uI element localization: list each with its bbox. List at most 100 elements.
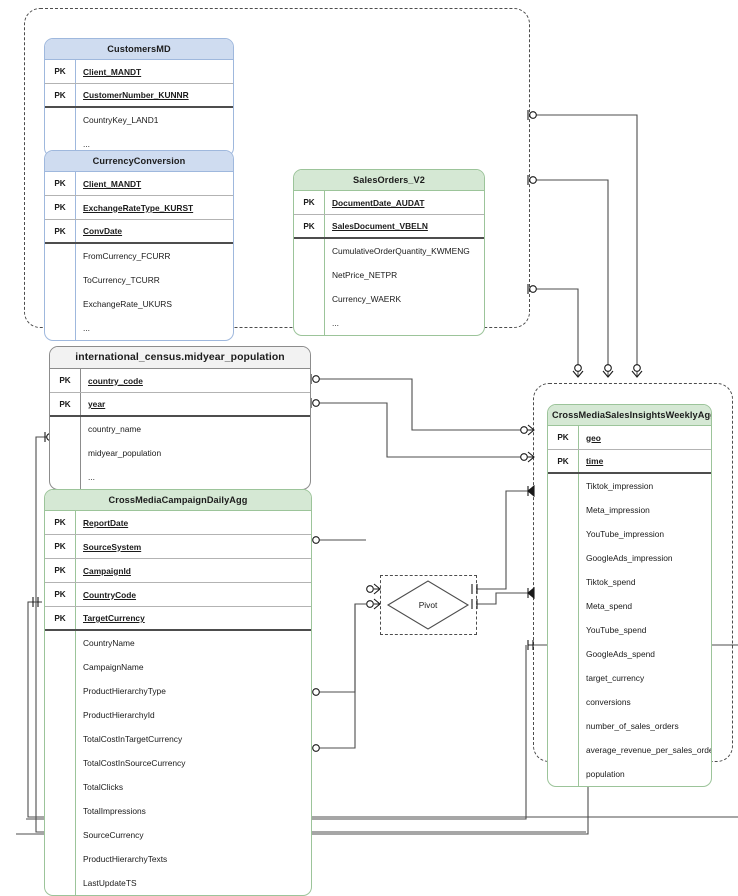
entity-row-attribute[interactable]: ProductHierarchyId [45,703,311,727]
entity-row-attribute[interactable]: ProductHierarchyTexts [45,847,311,871]
column-name: ToCurrency_TCURR [83,275,160,285]
entity-row-attribute[interactable]: TotalCostInSourceCurrency [45,751,311,775]
key-spacer [45,292,76,316]
entity-row-attribute[interactable]: YouTube_impression [548,522,711,546]
entity-row-attribute[interactable]: midyear_population [50,441,310,465]
key-spacer [548,666,579,690]
entity-row-attribute[interactable]: CampaignName [45,655,311,679]
key-spacer [45,775,76,799]
entity-row-attribute[interactable]: GoogleAds_impression [548,546,711,570]
entity-row-attribute[interactable]: ProductHierarchyType [45,679,311,703]
key-spacer [45,108,76,132]
column-name: target_currency [586,673,645,683]
column-name: DocumentDate_AUDAT [332,197,425,208]
entity-row-attribute[interactable]: target_currency [548,666,711,690]
entity-row-attribute[interactable]: CountryName [45,631,311,655]
entity-row-attribute[interactable]: YouTube_spend [548,618,711,642]
column-name: GoogleAds_impression [586,553,673,563]
entity-row-attribute[interactable]: CountryKey_LAND1 [45,108,233,132]
entity-row-attribute[interactable]: GoogleAds_spend [548,642,711,666]
entity-row-attribute[interactable]: ExchangeRate_UKURS [45,292,233,316]
entity-row-pk[interactable]: PK SalesDocument_VBELN [294,215,484,239]
column-name: SourceCurrency [83,830,144,840]
key-spacer [45,268,76,292]
entity-row-attribute[interactable]: ToCurrency_TCURR [45,268,233,292]
column-name: YouTube_spend [586,625,647,635]
entity-row-attribute[interactable]: Tiktok_spend [548,570,711,594]
entity-row-attribute[interactable]: Meta_spend [548,594,711,618]
entity-title: international_census.midyear_population [50,347,310,369]
column-name: CustomerNumber_KUNNR [83,90,189,100]
entity-row-attribute[interactable]: conversions [548,690,711,714]
column-name: Currency_WAERK [332,294,402,304]
pivot-group-box [380,575,477,635]
entity-row-attribute[interactable]: Tiktok_impression [548,474,711,498]
entity-row-attribute[interactable]: population [548,762,711,786]
entity-row-attribute[interactable]: Currency_WAERK [294,287,484,311]
entity-row-attribute[interactable]: NetPrice_NETPR [294,263,484,287]
entity-row-attribute[interactable]: ... [45,132,233,156]
key-spacer [50,441,81,465]
entity-row-attribute[interactable]: ... [45,316,233,340]
entity-row-attribute[interactable]: CumulativeOrderQuantity_KWMENG [294,239,484,263]
entity-row-attribute[interactable]: country_name [50,417,310,441]
column-name: TotalCostInTargetCurrency [83,734,183,744]
pk-badge: PK [45,84,76,106]
column-name: Client_MANDT [83,66,142,77]
entity-row-attribute[interactable]: SourceCurrency [45,823,311,847]
column-name: time [586,456,604,466]
key-spacer [45,132,76,156]
entity-row-attribute[interactable]: TotalCostInTargetCurrency [45,727,311,751]
pk-badge: PK [45,172,76,195]
key-spacer [294,287,325,311]
column-name: CountryKey_LAND1 [83,115,159,125]
pk-badge: PK [548,426,579,449]
key-spacer [548,714,579,738]
entity-row-attribute[interactable]: FromCurrency_FCURR [45,244,233,268]
key-spacer [294,263,325,287]
entity-row-attribute[interactable]: number_of_sales_orders [548,714,711,738]
entity-row-attribute[interactable]: Meta_impression [548,498,711,522]
key-spacer [548,738,579,762]
entity-row-attribute[interactable]: TotalImpressions [45,799,311,823]
entity-title: CrossMediaSalesInsightsWeeklyAgg [548,405,711,426]
key-spacer [548,522,579,546]
column-name: SalesDocument_VBELN [332,221,428,231]
key-spacer [45,751,76,775]
entity-row-attribute[interactable]: average_revenue_per_sales_order [548,738,711,762]
entity-row-attribute[interactable]: ... [50,465,310,489]
pk-badge: PK [45,60,76,83]
entity-row-attribute[interactable]: LastUpdateTS [45,871,311,895]
entity-row-attribute[interactable]: TotalClicks [45,775,311,799]
entity-row-attribute[interactable]: ... [294,311,484,335]
pk-badge: PK [294,215,325,237]
column-name: ExchangeRateType_KURST [83,202,194,213]
column-name: CountryName [83,638,135,648]
key-spacer [548,474,579,498]
entity-row-pk[interactable]: PK CustomerNumber_KUNNR [45,84,233,108]
key-spacer [548,762,579,786]
entity-row-pk[interactable]: PK Client_MANDT [45,60,233,84]
pk-badge: PK [50,393,81,415]
column-name: ReportDate [83,517,129,528]
column-name: ProductHierarchyId [83,710,155,720]
